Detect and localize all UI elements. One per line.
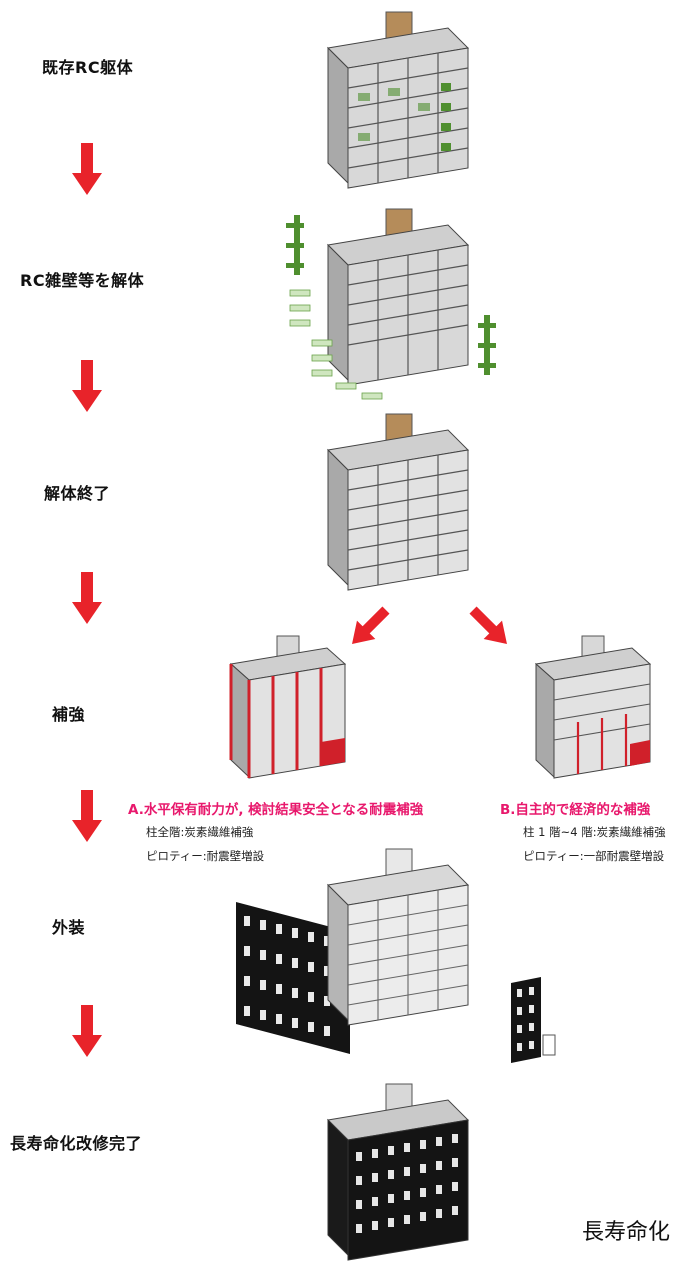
cladding-panel-right xyxy=(511,977,556,1063)
step-label-reinforce: 補強 xyxy=(52,705,86,724)
building-existing xyxy=(326,11,470,189)
down-arrow-5 xyxy=(72,1005,102,1057)
down-arrow-4 xyxy=(72,790,102,842)
building-complete xyxy=(326,1083,470,1261)
building-exterior xyxy=(326,848,470,1026)
step-label-exterior: 外装 xyxy=(52,918,86,937)
step-label-demolish: RC雑壁等を解体 xyxy=(20,271,145,290)
branch-arrow-right xyxy=(469,606,507,644)
option-b-line2: ピロティー:一部耐震壁増設 xyxy=(523,849,665,863)
building-reinforce-a xyxy=(229,635,347,779)
cladding-panel-left xyxy=(236,902,350,1054)
caption-text: 長寿命化 xyxy=(582,1220,671,1245)
down-arrow-3 xyxy=(72,572,102,624)
step-label-existing: 既存RC躯体 xyxy=(42,58,134,77)
option-a-line1: 柱全階:炭素繊維補強 xyxy=(146,825,254,839)
building-demolished xyxy=(326,413,470,591)
branch-arrow-left xyxy=(352,606,390,644)
option-b-title: B.自主的で経済的な補強 xyxy=(500,802,651,818)
building-demolishing xyxy=(286,208,496,400)
down-arrow-1 xyxy=(72,143,102,195)
building-reinforce-b xyxy=(534,635,652,779)
option-a-line2: ピロティー:耐震壁増設 xyxy=(146,849,265,863)
step-label-demolish-done: 解体終了 xyxy=(44,484,111,503)
down-arrow-2 xyxy=(72,360,102,412)
step-label-complete: 長寿命化改修完了 xyxy=(10,1134,143,1153)
option-b-line1: 柱 1 階~4 階:炭素繊維補強 xyxy=(523,825,666,839)
option-a-title: A.水平保有耐力が, 検討結果安全となる耐震補強 xyxy=(128,802,424,818)
